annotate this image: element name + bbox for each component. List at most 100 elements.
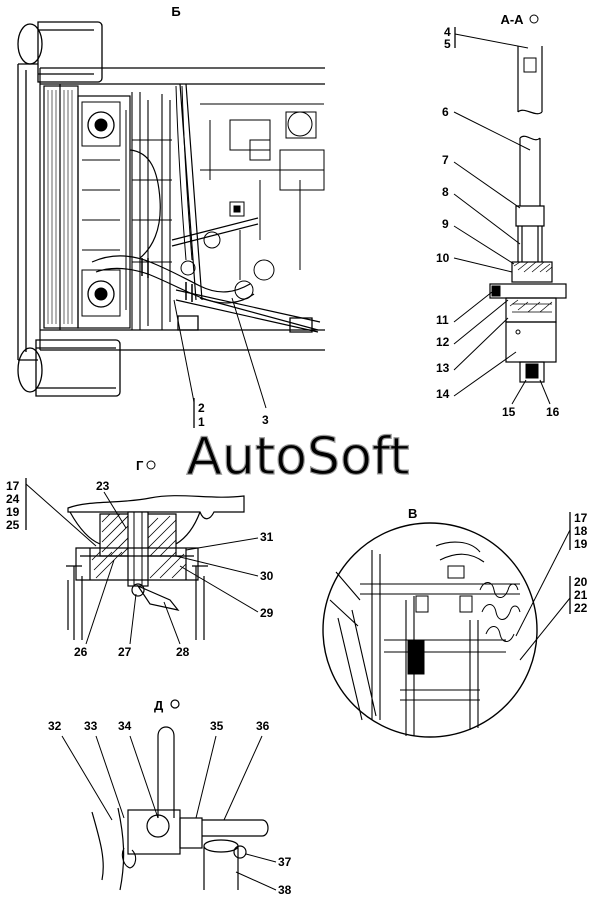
tube-9 <box>517 226 543 262</box>
view-v-label: В <box>408 506 417 521</box>
callout-17: 17 <box>6 479 20 493</box>
view-g-mark <box>146 460 156 470</box>
tank-top <box>81 101 121 147</box>
hose-upper <box>129 149 161 259</box>
leader-11 <box>453 291 493 323</box>
valve-ball <box>146 814 170 838</box>
leader-9 <box>453 225 515 265</box>
view-b-label: Б <box>171 4 180 19</box>
leader-14 <box>453 351 517 397</box>
leader-23 <box>103 491 127 529</box>
bolt-shank <box>127 511 149 587</box>
leader-38 <box>235 871 277 891</box>
pin-11-head <box>491 285 501 297</box>
callout-2: 2 <box>198 401 205 415</box>
housing-mid <box>505 297 557 323</box>
leader-10 <box>453 257 513 273</box>
cross-members <box>132 139 172 263</box>
callout-28: 28 <box>176 645 190 659</box>
section-aa-label: А-А <box>500 12 524 27</box>
leader-28 <box>163 601 181 645</box>
engine-pulley-small <box>253 259 275 281</box>
nut-16-inner <box>525 363 539 379</box>
housing-mid-hatch <box>509 299 553 313</box>
nut-16 <box>519 361 545 383</box>
leader-36 <box>223 735 263 821</box>
coupling-1 <box>203 231 221 249</box>
callout-35: 35 <box>210 719 224 733</box>
callout-v-17: 17 <box>574 511 588 525</box>
rod-36 <box>202 819 269 837</box>
callout-16: 16 <box>546 405 560 419</box>
leader-6 <box>453 111 531 151</box>
callout-37: 37 <box>278 855 292 869</box>
leader-4-5 <box>454 33 529 49</box>
callout-11: 11 <box>436 313 449 327</box>
leader-15 <box>511 379 527 405</box>
base-flange <box>75 547 199 581</box>
radiator-core <box>43 85 79 329</box>
plate-upper <box>67 495 245 520</box>
leader-17-19 <box>515 529 571 637</box>
view-g: Г 17 24 19 25 23 31 30 29 26 27 28 <box>6 458 274 659</box>
shroud <box>131 92 171 330</box>
leader-37 <box>245 853 277 863</box>
valve-body <box>127 809 181 855</box>
coupling-2 <box>234 280 254 300</box>
bolt-shank-lines <box>133 512 143 586</box>
callout-5: 5 <box>444 37 451 51</box>
tank-cap-bottom <box>87 280 115 308</box>
view-g-label: Г <box>136 458 144 473</box>
callout-v-19: 19 <box>574 537 588 551</box>
leader-13 <box>453 317 509 371</box>
side-frame <box>17 63 38 361</box>
hose-lower <box>91 255 251 293</box>
view-d-mark <box>170 699 180 709</box>
radiator-tank <box>77 95 131 329</box>
hose-lower-2 <box>95 267 255 304</box>
callout-23: 23 <box>96 479 110 493</box>
callout-21: 21 <box>574 588 588 602</box>
radiator-fins <box>47 90 73 324</box>
handle-34 <box>157 726 175 818</box>
section-aa: А-А 4 5 6 7 8 9 10 11 <box>436 12 567 419</box>
leader-1-2 <box>173 299 195 403</box>
watermark: AutoSoft <box>186 427 409 487</box>
wall-32 <box>91 807 125 891</box>
tank-cap-top <box>87 111 115 139</box>
plug-37 <box>233 845 247 859</box>
frame-roller-top <box>37 21 103 83</box>
section-aa-mark <box>529 14 539 24</box>
callout-18: 18 <box>574 524 588 538</box>
valve-flange <box>179 817 203 849</box>
clamp-bracket <box>177 315 313 333</box>
leader-3 <box>231 297 267 409</box>
legs <box>66 565 208 640</box>
leader-32 <box>61 735 113 821</box>
callout-26: 26 <box>74 645 88 659</box>
callout-9: 9 <box>442 217 449 231</box>
leader-12 <box>453 299 509 345</box>
callout-24: 24 <box>6 492 20 506</box>
leader-27 <box>129 593 137 645</box>
frame-roller-bottom <box>35 339 121 397</box>
callout-27: 27 <box>118 645 132 659</box>
callout-6: 6 <box>442 105 449 119</box>
tank-cap-bottom-inner <box>94 287 108 301</box>
callout-36: 36 <box>256 719 270 733</box>
callout-12: 12 <box>436 335 450 349</box>
leader-26 <box>85 559 115 645</box>
engine-pulley <box>287 111 313 137</box>
callout-32: 32 <box>48 719 62 733</box>
rod-top-nut <box>523 57 537 73</box>
leader-35 <box>195 735 217 819</box>
leader-16 <box>539 379 551 405</box>
view-d-label: Д <box>154 698 164 713</box>
leader-31 <box>185 537 259 551</box>
detail-content <box>329 541 520 736</box>
callout-8: 8 <box>442 185 449 199</box>
callout-22: 22 <box>574 601 588 615</box>
callout-7: 7 <box>442 153 449 167</box>
rod-top <box>517 46 543 115</box>
